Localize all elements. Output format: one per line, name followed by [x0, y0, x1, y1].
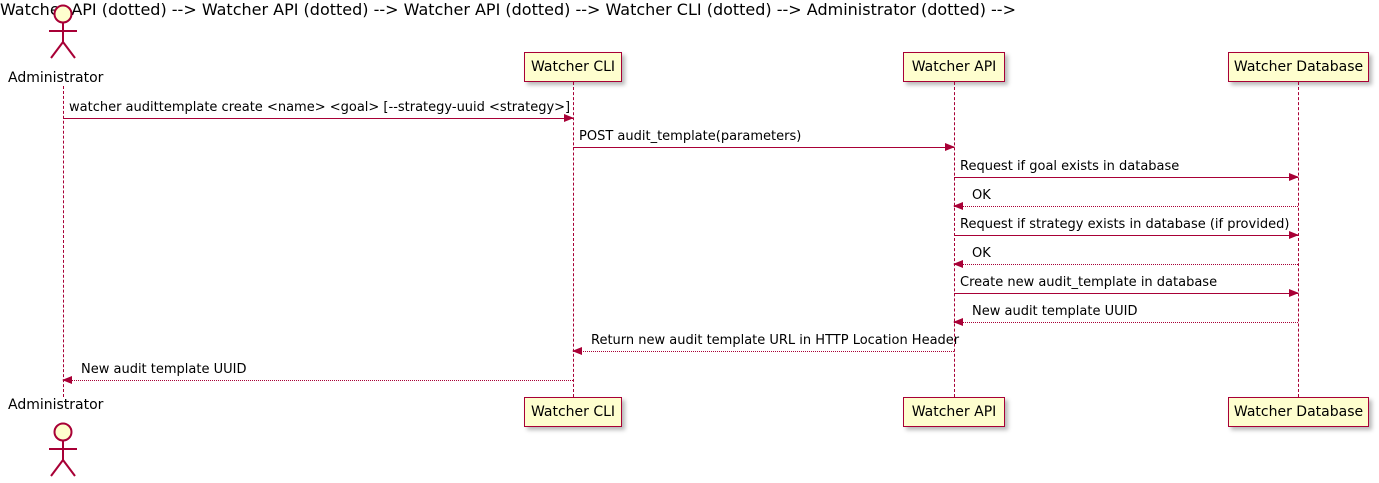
participant-watcher-api-top[interactable]: Watcher API	[903, 52, 1005, 82]
actor-administrator-top-icon	[40, 4, 86, 60]
message-2-label: POST audit_template(parameters)	[579, 129, 802, 144]
message-7-line	[954, 293, 1298, 294]
message-10-label: New audit template UUID	[81, 362, 247, 377]
message-6-line	[954, 264, 1298, 265]
message-5-line	[954, 235, 1298, 236]
message-10-arrowhead	[62, 375, 72, 384]
actor-administrator-bottom-label: Administrator	[8, 397, 104, 413]
lifeline-administrator	[63, 86, 64, 397]
message-4-arrowhead	[953, 201, 963, 210]
actor-administrator-top-label: Administrator	[8, 70, 104, 86]
message-2-arrowhead	[945, 142, 955, 151]
participant-watcher-api-bottom[interactable]: Watcher API	[903, 397, 1005, 427]
message-8-arrowhead	[953, 317, 963, 326]
participant-watcher-database-bottom[interactable]: Watcher Database	[1228, 397, 1369, 427]
lifeline-watcher-cli	[573, 82, 574, 397]
participant-watcher-cli-top[interactable]: Watcher CLI	[524, 52, 622, 82]
message-4-line	[954, 206, 1298, 207]
message-3-line	[954, 177, 1298, 178]
message-7-label: Create new audit_template in database	[960, 275, 1218, 290]
message-6-label: OK	[972, 246, 991, 261]
message-9-arrowhead	[572, 346, 582, 355]
message-8-label: New audit template UUID	[972, 304, 1138, 319]
message-6-arrowhead	[953, 259, 963, 268]
message-7-arrowhead	[1289, 288, 1299, 297]
message-3-arrowhead	[1289, 172, 1299, 181]
message-1-arrowhead	[564, 113, 574, 122]
participant-watcher-database-top[interactable]: Watcher Database	[1228, 52, 1369, 82]
message-9-line	[573, 351, 954, 352]
lifeline-watcher-api	[954, 82, 955, 397]
message-8-line	[954, 322, 1298, 323]
message-5-label: Request if strategy exists in database (…	[960, 217, 1290, 232]
message-3-label: Request if goal exists in database	[960, 159, 1180, 174]
message-9-label: Return new audit template URL in HTTP Lo…	[591, 333, 960, 348]
message-2-line	[573, 147, 954, 148]
actor-administrator-bottom-icon	[40, 422, 86, 478]
message-4-label: OK	[972, 188, 991, 203]
lifeline-watcher-database	[1298, 82, 1299, 397]
message-1-line	[63, 118, 573, 119]
participant-watcher-cli-bottom[interactable]: Watcher CLI	[524, 397, 622, 427]
message-10-line	[63, 380, 573, 381]
message-1-label: watcher audittemplate create <name> <goa…	[69, 100, 571, 115]
message-5-arrowhead	[1289, 230, 1299, 239]
